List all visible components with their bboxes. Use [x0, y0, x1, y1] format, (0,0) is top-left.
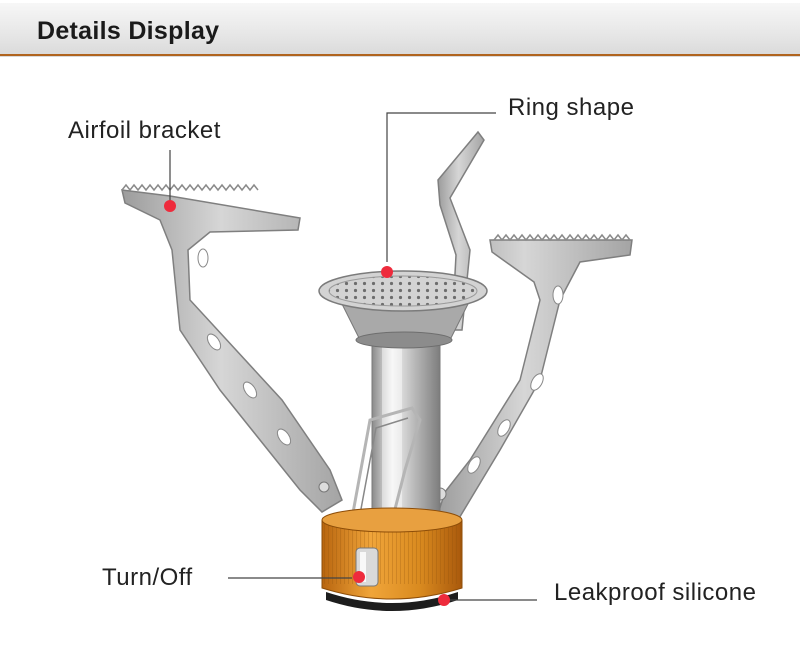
- header-divider: [0, 54, 800, 56]
- header-bar: Details Display: [0, 0, 800, 57]
- callout-airfoil-bracket: Airfoil bracket: [68, 117, 221, 144]
- callout-leakproof-silicone: Leakproof silicone: [554, 579, 757, 606]
- page-title: Details Display: [37, 17, 220, 45]
- burner-tube: [371, 334, 441, 516]
- callout-leaders: [169, 112, 537, 601]
- marker-airfoil-bracket: [164, 200, 176, 212]
- wire-handle: [346, 406, 422, 561]
- marker-leakproof-silicone: [438, 594, 450, 606]
- burner-ring: [318, 270, 488, 349]
- callout-turn-off: Turn/Off: [102, 564, 193, 591]
- marker-turn-off: [353, 571, 365, 583]
- left-support-arm: [121, 183, 343, 513]
- callout-ring-shape: Ring shape: [508, 94, 635, 121]
- callout-markers: [164, 200, 450, 606]
- marker-ring-shape: [381, 266, 393, 278]
